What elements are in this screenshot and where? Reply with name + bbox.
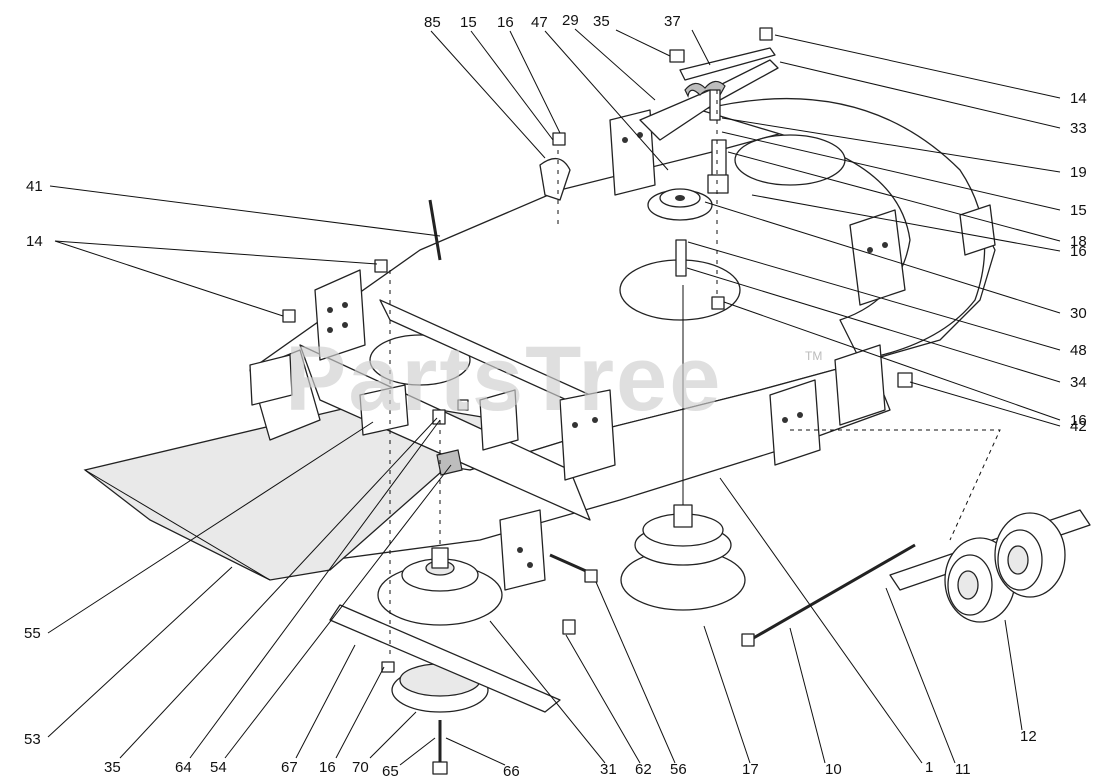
callout-10: 10: [825, 761, 842, 778]
callout-33: 33: [1070, 120, 1087, 137]
callout-42: 42: [1070, 418, 1087, 435]
callout-67: 67: [281, 759, 298, 776]
callout-35: 35: [593, 13, 610, 30]
callout-16: 16: [497, 14, 514, 31]
callout-29: 29: [562, 12, 579, 29]
callout-19: 19: [1070, 164, 1087, 181]
callout-56: 56: [670, 761, 687, 778]
callout-leaders: [47, 28, 1061, 766]
gauge-wheels: [889, 509, 1091, 623]
callout-54: 54: [210, 759, 227, 776]
callout-55: 55: [24, 625, 41, 642]
callout-16-bottom: 16: [319, 759, 336, 776]
callout-62: 62: [635, 761, 652, 778]
callout-70: 70: [352, 759, 369, 776]
watermark-tm: TM: [805, 349, 822, 363]
right-spindle-assembly: [620, 504, 746, 611]
callout-14-left: 14: [26, 233, 43, 250]
callout-31: 31: [600, 761, 617, 778]
watermark-text: PartsTree: [285, 328, 722, 430]
callout-30: 30: [1070, 305, 1087, 322]
callout-85: 85: [424, 14, 441, 31]
callout-18: 18: [1070, 233, 1087, 250]
idler-arm: [639, 47, 779, 141]
idler-pulley: [647, 188, 713, 221]
callout-35-bottom: 35: [104, 759, 121, 776]
callout-17: 17: [742, 761, 759, 778]
cutting-blade: [329, 604, 561, 713]
callout-15: 15: [460, 14, 477, 31]
callout-14-right: 14: [1070, 90, 1087, 107]
callout-48: 48: [1070, 342, 1087, 359]
deck-spring: [436, 449, 463, 476]
callout-65: 65: [382, 763, 399, 780]
callout-47: 47: [531, 14, 548, 31]
parts-tree-watermark: PartsTree TM: [285, 328, 822, 430]
callout-41: 41: [26, 178, 43, 195]
callout-16-right-upper: 16: [1070, 243, 1087, 260]
callout-15-right: 15: [1070, 202, 1087, 219]
callout-34: 34: [1070, 374, 1087, 391]
callout-64: 64: [175, 759, 192, 776]
callout-12: 12: [1020, 728, 1037, 745]
callout-37: 37: [664, 13, 681, 30]
assembly-dashes: [389, 90, 1001, 660]
callout-66: 66: [503, 763, 520, 780]
callout-numbers: 85 15 16 47 29 35 37 14 33 19 15 18 16 3…: [24, 12, 1087, 780]
callout-16-right-lower: 16: [1070, 412, 1087, 429]
callout-53: 53: [24, 731, 41, 748]
callout-1: 1: [925, 759, 933, 776]
hardware: [282, 27, 916, 775]
callout-11: 11: [955, 761, 971, 778]
left-spindle-assembly: [377, 547, 503, 626]
deck-brackets: [249, 109, 996, 591]
